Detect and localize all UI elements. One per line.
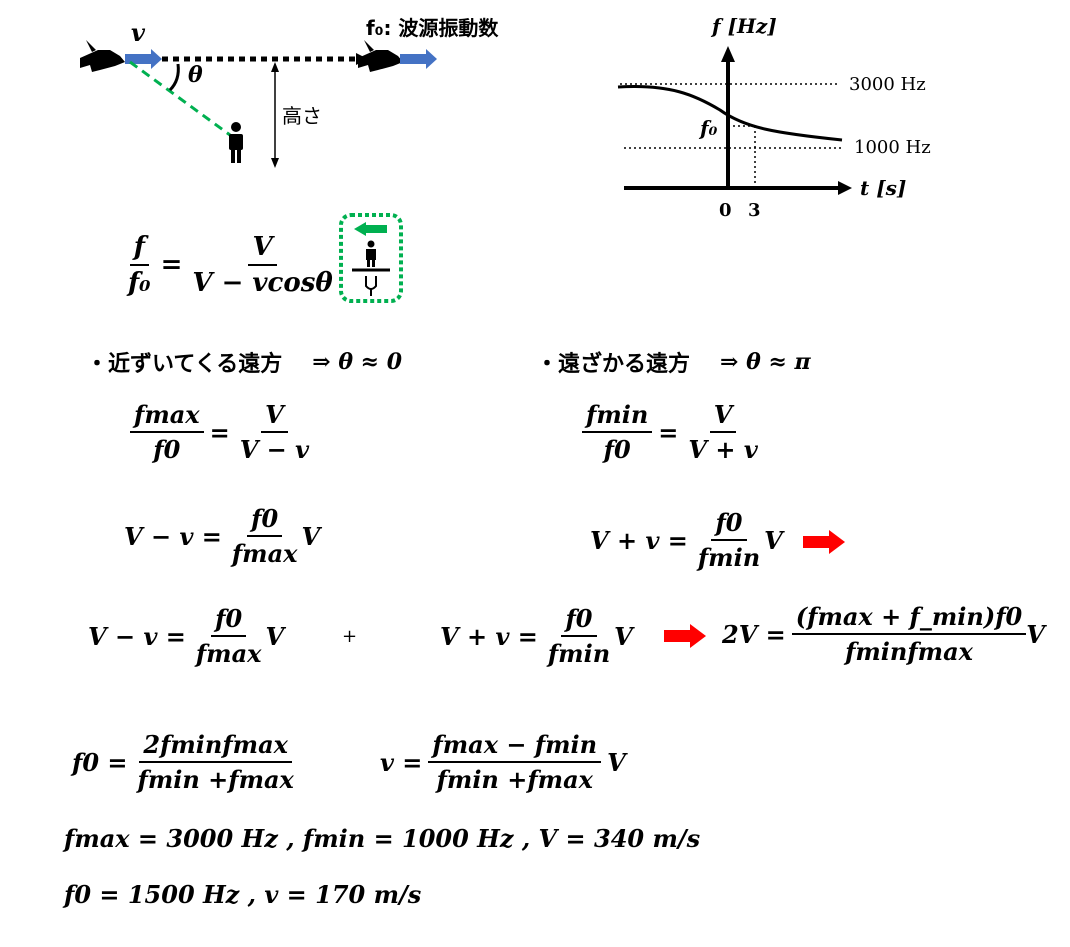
f0-graph-label: f₀: [700, 116, 718, 140]
tick-0-label: 0: [719, 200, 732, 221]
velocity-label: v: [131, 18, 145, 47]
approach-rhs-den: V − v: [239, 435, 310, 464]
red-arrow-icon: [664, 624, 706, 648]
sum-result-den: fminfmax: [845, 637, 973, 666]
sum-approach-tail: V: [265, 621, 285, 651]
sum-recede-tail: V: [614, 621, 633, 651]
f0-solution-num: 2fminfmax: [139, 730, 292, 763]
v-solution-tail: V: [607, 747, 626, 777]
airplane-left-icon: [80, 40, 125, 72]
y-axis-arrowhead: [721, 46, 735, 62]
airplane-right-icon: [358, 40, 403, 72]
recede-solve-lhs: V + v =: [590, 525, 688, 555]
frequency-graph: [617, 46, 852, 195]
formula-rhs-num: V: [248, 232, 277, 266]
approach-lhs-num: fmax: [130, 400, 204, 433]
v-solution-den: fmin +fmax: [436, 765, 593, 794]
tick-3-label: 3: [748, 200, 761, 221]
given-values: fmax = 3000 Hz , fmin = 1000 Hz , V = 34…: [64, 824, 701, 853]
velocity-arrow-left-icon: [125, 49, 162, 69]
formula-rhs-den: V − vcosθ: [192, 268, 333, 298]
level-low-label: 1000 Hz: [854, 137, 931, 158]
red-arrow-icon: [803, 530, 845, 554]
y-axis-label: f [Hz]: [712, 14, 777, 38]
recede-condition: ⇒ θ ≈ π: [720, 349, 811, 375]
plane-diagram: [80, 40, 437, 168]
tuning-fork-icon: [365, 276, 377, 296]
v-solution-lhs: v =: [380, 747, 423, 777]
observer-small-icon: [366, 240, 376, 267]
x-axis-arrowhead: [838, 181, 852, 195]
sum-recede-num: f0: [561, 604, 597, 637]
recede-lhs-num: fmin: [582, 400, 653, 433]
approach-heading: ・近ずいてくる遠方: [86, 352, 283, 377]
frequency-curve: [617, 85, 843, 142]
formula-lhs-den: f₀: [128, 268, 151, 298]
x-axis-label: t [s]: [860, 176, 907, 200]
sum-approach-lhs: V − v =: [88, 621, 186, 651]
recede-solve-den: fmin: [697, 543, 761, 572]
approach-condition: ⇒ θ ≈ 0: [312, 349, 403, 375]
plus-sign: +: [342, 626, 358, 647]
v-solution-num: fmax − fmin: [428, 730, 602, 763]
recede-rhs-num: V: [709, 400, 737, 433]
sum-approach-den: fmax: [195, 639, 262, 668]
angle-arc: [168, 63, 180, 92]
sum-result-tail: V: [1026, 619, 1045, 649]
sum-recede-lhs: V + v =: [440, 621, 538, 651]
results: f0 = 1500 Hz , v = 170 m/s: [64, 880, 422, 909]
observer-source-box: [339, 213, 403, 303]
f0-solution-lhs: f0 =: [72, 747, 128, 777]
line-of-sight: [129, 60, 231, 137]
approach-solve-tail: V: [301, 521, 321, 551]
recede-heading: ・遠ざかる遠方: [536, 352, 691, 377]
source-frequency-label: f₀: 波源振動数: [366, 16, 499, 40]
approach-solve-num: f0: [247, 504, 283, 537]
f0-solution-den: fmin +fmax: [137, 765, 294, 794]
height-label: 高さ: [282, 104, 322, 128]
observer-person-icon: [229, 122, 243, 163]
sum-approach-num: f0: [211, 604, 247, 637]
sum-recede-den: fmin: [547, 639, 611, 668]
approach-rhs-num: V: [261, 400, 288, 433]
approach-heading-row: ・近ずいてくる遠方 ⇒ θ ≈ 0: [86, 346, 402, 378]
recede-solve-tail: V: [764, 525, 783, 555]
approach-lhs-den: f0: [153, 435, 181, 464]
recede-solve-num: f0: [711, 508, 747, 541]
angle-label: θ: [188, 62, 203, 88]
recede-lhs-den: f0: [603, 435, 631, 464]
green-left-arrow-icon: [354, 222, 387, 236]
height-arrow: [271, 62, 279, 168]
approach-solve-lhs: V − v =: [124, 521, 222, 551]
recede-heading-row: ・遠ざかる遠方 ⇒ θ ≈ π: [536, 346, 811, 378]
recede-rhs-den: V + v: [688, 435, 758, 464]
level-high-label: 3000 Hz: [849, 74, 926, 95]
formula-lhs-num: f: [129, 232, 149, 266]
velocity-arrow-right-icon: [400, 49, 437, 69]
approach-solve-den: fmax: [231, 539, 298, 568]
sum-result-num: (fmax + f_min)f0: [791, 602, 1027, 635]
sum-result-lhs: 2V =: [722, 619, 786, 649]
